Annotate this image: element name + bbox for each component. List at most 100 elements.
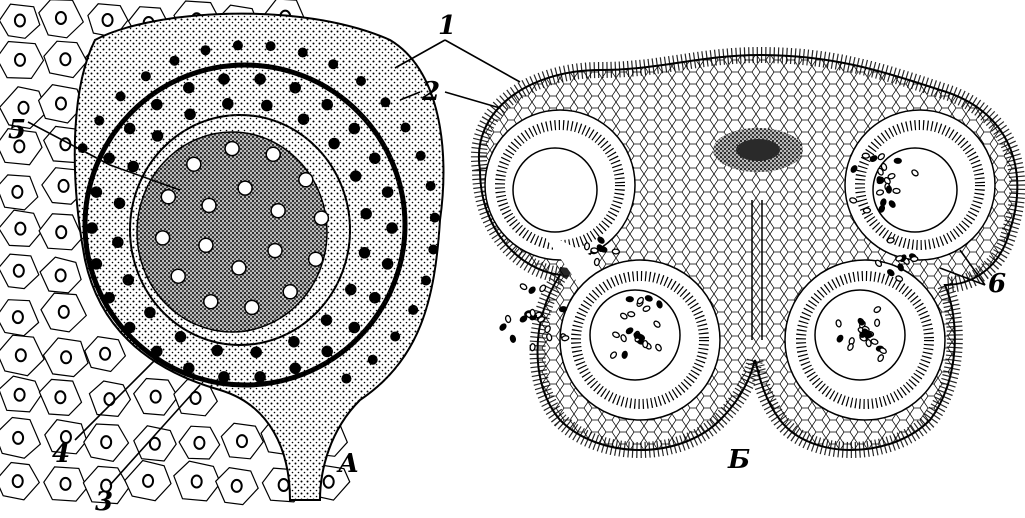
cell-nucleus	[341, 374, 351, 384]
parenchyma-cell	[221, 423, 263, 459]
pollen-grain	[862, 153, 869, 158]
cell-nucleus	[199, 238, 213, 252]
pollen-grain	[643, 341, 648, 348]
cell-nucleus	[125, 323, 135, 333]
parenchyma-cell	[216, 468, 259, 505]
cell-nucleus	[290, 83, 300, 93]
cell-nucleus	[202, 198, 216, 212]
parenchyma-cell	[0, 254, 39, 289]
cell-nucleus	[380, 97, 390, 107]
pollen-grain	[539, 284, 547, 292]
cell-nucleus	[185, 109, 195, 119]
cell-nucleus	[141, 71, 151, 81]
cell-nucleus	[176, 332, 186, 342]
pollen-grain	[528, 286, 536, 294]
cell-nucleus	[289, 337, 299, 347]
cell-nucleus	[370, 293, 380, 303]
cell-nucleus	[290, 363, 300, 373]
cell-nucleus	[408, 305, 418, 315]
parenchyma-cell	[84, 424, 129, 461]
cell-nucleus	[113, 237, 123, 247]
cell-nucleus	[368, 355, 378, 365]
cell-nucleus	[390, 332, 400, 342]
cell-nucleus	[298, 48, 308, 58]
cell-nucleus	[152, 346, 162, 356]
parenchyma-cell	[179, 426, 220, 459]
parenchyma-cell	[44, 467, 87, 501]
cell-nucleus	[116, 91, 126, 101]
parenchyma-cell	[0, 175, 38, 210]
callout-2: 2	[421, 77, 440, 107]
cell-nucleus	[115, 198, 125, 208]
cell-nucleus	[219, 372, 229, 382]
pollen-grain	[519, 283, 527, 291]
panel-label-a: А	[336, 449, 359, 479]
cell-nucleus	[271, 204, 285, 218]
cell-nucleus	[204, 295, 218, 309]
callout-1: 1	[438, 11, 456, 41]
parenchyma-cell	[39, 0, 84, 38]
parenchyma-cell	[0, 210, 42, 246]
cell-nucleus	[94, 116, 104, 126]
parenchyma-cell	[39, 379, 81, 415]
cell-nucleus	[262, 101, 272, 111]
cell-nucleus	[309, 252, 323, 266]
cell-nucleus	[360, 248, 370, 258]
cell-nucleus	[245, 300, 259, 314]
cell-nucleus	[255, 372, 265, 382]
pollen-grain	[530, 309, 536, 317]
parenchyma-cell	[0, 4, 40, 38]
cell-nucleus	[370, 153, 380, 163]
callout-3: 3	[95, 487, 113, 517]
cell-nucleus	[161, 190, 175, 204]
cell-nucleus	[383, 259, 393, 269]
cell-nucleus	[232, 261, 246, 275]
parenchyma-cell	[40, 257, 81, 293]
cell-nucleus	[233, 40, 243, 50]
cell-nucleus	[283, 285, 297, 299]
parenchyma-cell	[0, 376, 41, 412]
parenchyma-cell	[174, 461, 221, 501]
cell-nucleus	[314, 211, 328, 225]
cell-nucleus	[349, 124, 359, 134]
parenchyma-cell	[134, 379, 178, 416]
cell-nucleus	[299, 173, 313, 187]
cell-nucleus	[145, 308, 155, 318]
pollen-grain	[886, 186, 891, 193]
pollen-grain	[893, 188, 900, 193]
callout-6: 6	[988, 269, 1006, 299]
cell-nucleus	[238, 181, 252, 195]
pollen-grain	[627, 311, 635, 317]
cell-nucleus	[219, 74, 229, 84]
pollen-grain	[875, 319, 880, 326]
cell-nucleus	[223, 99, 233, 109]
parenchyma-cell	[125, 461, 171, 501]
cell-nucleus	[225, 142, 239, 156]
cell-nucleus	[125, 124, 135, 134]
cell-nucleus	[322, 346, 332, 356]
parenchyma-cell	[0, 335, 44, 376]
cell-nucleus	[361, 209, 371, 219]
cell-nucleus	[123, 275, 133, 285]
parenchyma-cell	[0, 42, 44, 79]
cell-nucleus	[349, 323, 359, 333]
pollen-grain	[530, 343, 536, 351]
pollen-grain	[584, 243, 590, 251]
parenchyma-cell	[39, 214, 83, 250]
parenchyma-cell	[0, 418, 40, 459]
cell-nucleus	[328, 59, 338, 69]
cell-nucleus	[387, 223, 397, 233]
panel-b-locule-upper-right	[845, 110, 995, 260]
pollen-grain	[591, 248, 599, 254]
parenchyma-cell	[0, 300, 39, 336]
cell-nucleus	[212, 346, 222, 356]
cell-nucleus	[171, 269, 185, 283]
pollen-grain	[612, 249, 619, 254]
cell-nucleus	[266, 147, 280, 161]
parenchyma-cell	[43, 338, 88, 377]
pollen-grain	[894, 158, 901, 163]
cell-nucleus	[430, 213, 440, 223]
callout-4: 4	[52, 439, 70, 469]
cell-nucleus	[201, 45, 211, 55]
parenchyma-cell	[134, 426, 176, 461]
